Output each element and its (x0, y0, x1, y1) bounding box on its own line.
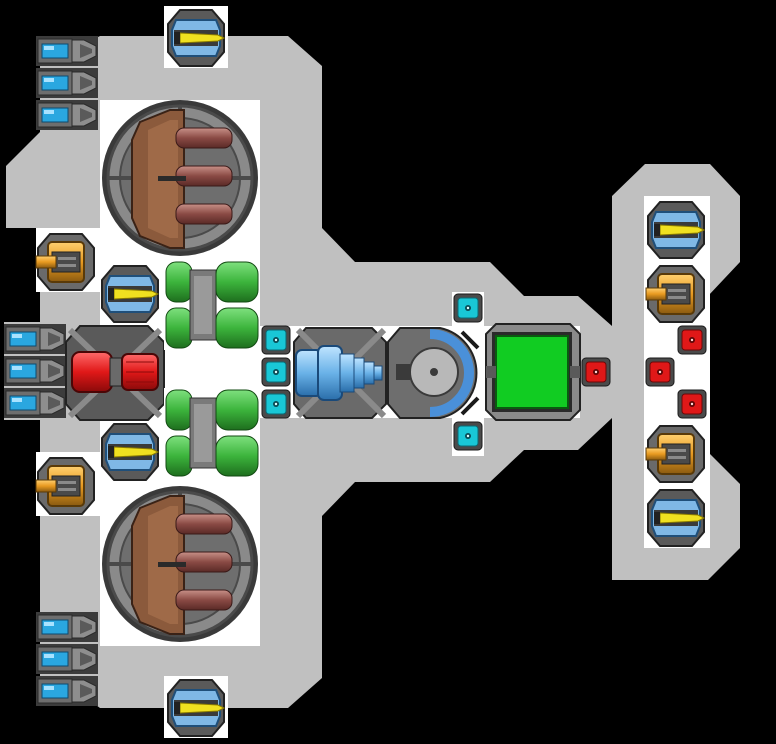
dome-module[interactable] (387, 327, 480, 419)
shield-node-1[interactable] (261, 325, 291, 355)
shield-node-2[interactable] (261, 357, 291, 387)
cannon-turret-left-bottom[interactable] (35, 457, 95, 515)
laser-turret-inner-top[interactable] (101, 265, 159, 323)
laser-turret-wing-bottom[interactable] (647, 489, 705, 547)
cannon-turret-wing-bottom[interactable] (645, 425, 705, 483)
fuel-tank-bottom[interactable] (163, 387, 261, 479)
cargo-bay[interactable] (485, 323, 581, 421)
cannon-turret-wing-top[interactable] (645, 265, 705, 323)
power-node-2[interactable] (677, 325, 707, 355)
thruster-bank-top-left[interactable] (35, 35, 99, 131)
power-node-3[interactable] (645, 357, 675, 387)
laser-turret-bottom[interactable] (167, 679, 225, 737)
laser-turret-wing-top[interactable] (647, 201, 705, 259)
fuel-tank-top[interactable] (163, 259, 261, 351)
engine-core[interactable] (293, 327, 387, 419)
thruster-bank-bottom-left[interactable] (35, 611, 99, 707)
power-node-4[interactable] (677, 389, 707, 419)
shield-node-5[interactable] (453, 421, 483, 451)
reactor-top[interactable] (98, 98, 262, 262)
red-pod[interactable] (65, 325, 165, 421)
shield-node-3[interactable] (261, 389, 291, 419)
cannon-turret-left-top[interactable] (35, 233, 95, 291)
thruster-bank-middle-left[interactable] (3, 323, 67, 419)
shield-node-4[interactable] (453, 293, 483, 323)
power-node-1[interactable] (581, 357, 611, 387)
reactor-bottom[interactable] (98, 484, 262, 648)
laser-turret-top[interactable] (167, 9, 225, 67)
laser-turret-inner-bottom[interactable] (101, 423, 159, 481)
